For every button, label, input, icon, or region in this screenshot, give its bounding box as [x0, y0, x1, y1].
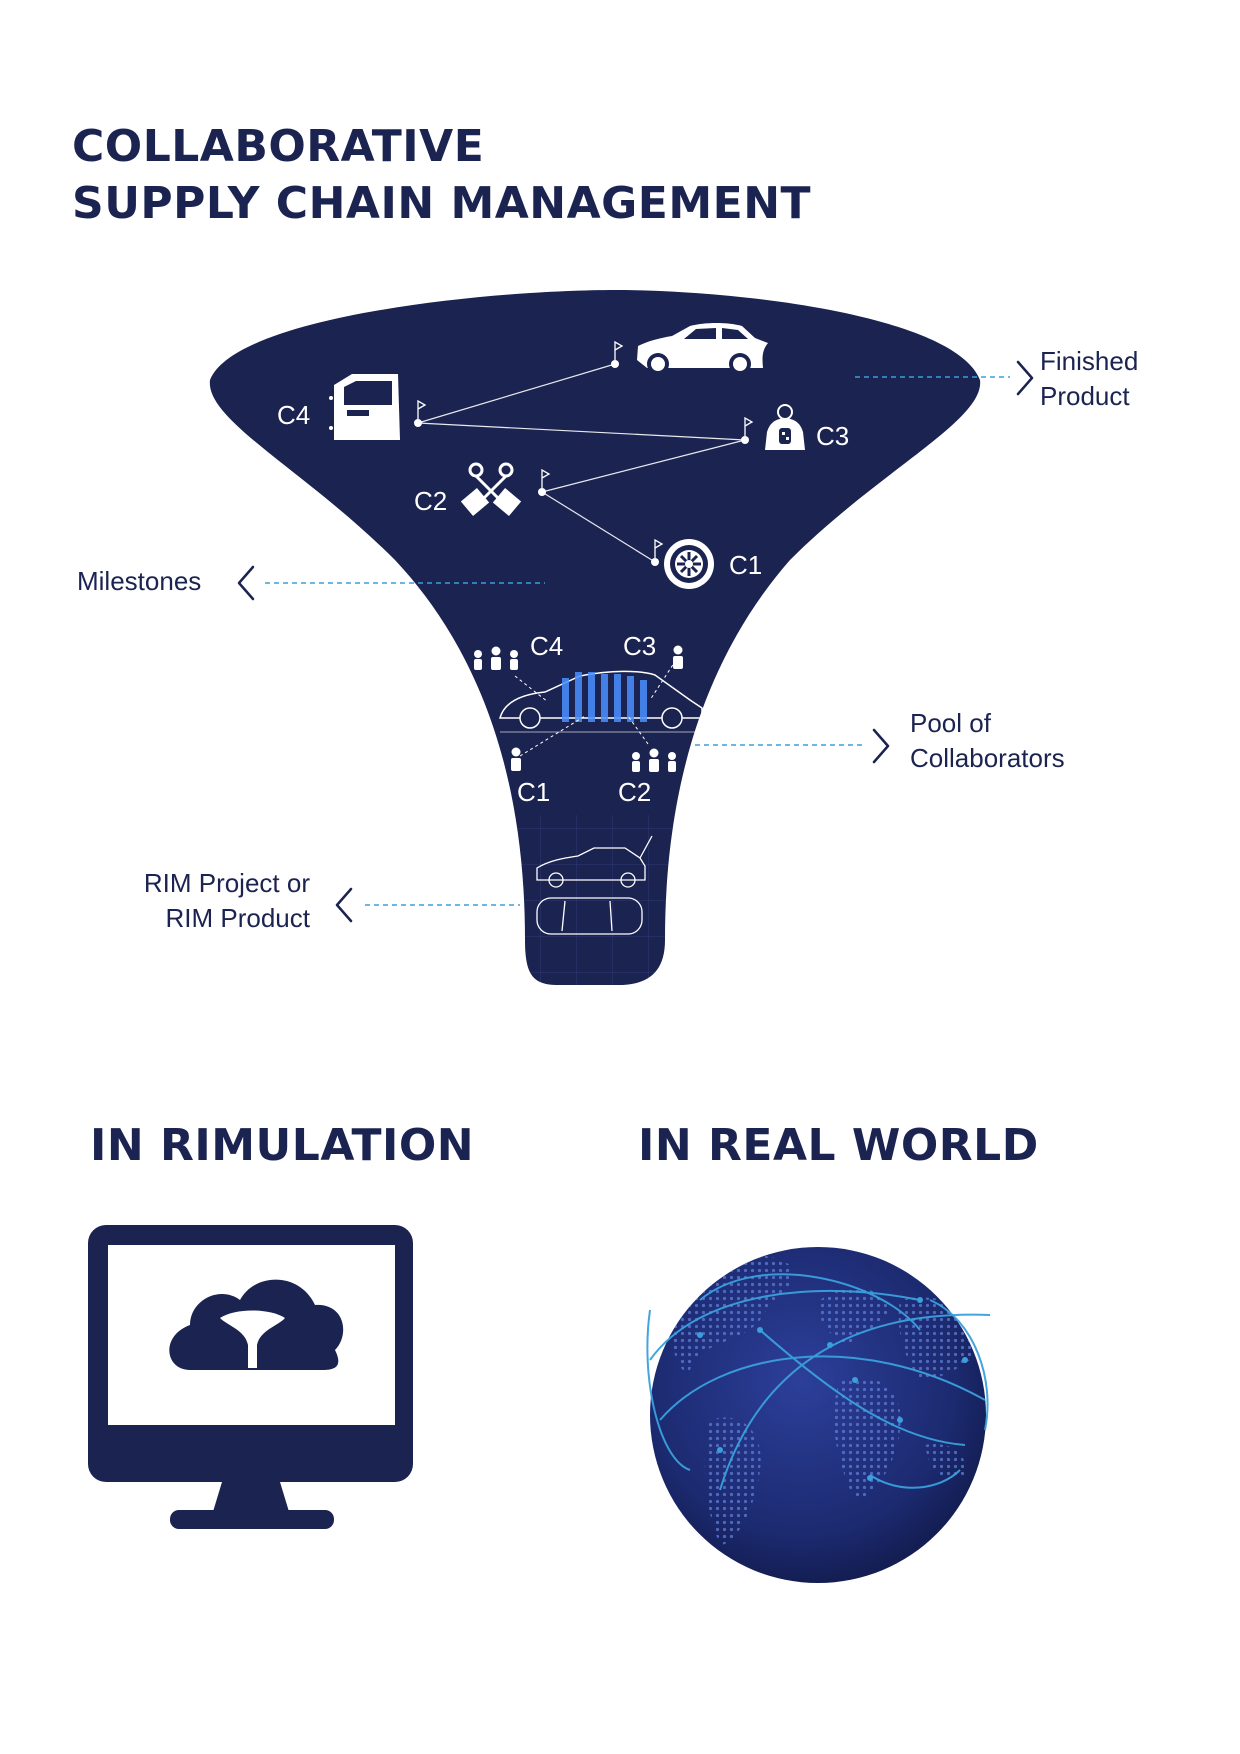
funnel-icon	[220, 1310, 285, 1368]
finished-product-label: Finished Product	[1040, 344, 1138, 414]
flag-icon	[744, 416, 754, 436]
title-line-1: COLLABORATIVE	[72, 121, 485, 172]
milestones-label: Milestones	[77, 566, 202, 596]
people-icon	[632, 748, 676, 772]
rim-line-2: RIM Product	[165, 903, 311, 933]
rim-grid	[500, 815, 700, 985]
finished-product-line-2: Product	[1040, 381, 1130, 411]
people-icon	[474, 646, 518, 670]
pool-chevron-icon	[872, 728, 890, 764]
finished-product-line-1: Finished	[1040, 346, 1139, 376]
globe-icon	[646, 1247, 991, 1583]
rim-chevron-icon	[335, 887, 353, 923]
pool-label: Pool of Collaborators	[910, 706, 1065, 776]
finished-chevron-icon	[1016, 360, 1034, 396]
milestone-label-c1: C1	[729, 550, 762, 580]
flag-icon	[614, 340, 624, 360]
pistons-icon	[460, 462, 522, 517]
pool-line-2: Collaborators	[910, 743, 1065, 773]
page-title: COLLABORATIVE SUPPLY CHAIN MANAGEMENT	[72, 118, 811, 232]
funnel-shape	[209, 290, 981, 985]
flag-icon	[654, 538, 664, 558]
tire-icon	[664, 539, 714, 589]
pool-line-1: Pool of	[910, 708, 991, 738]
rim-car-side-icon	[536, 835, 653, 888]
car-icon	[637, 323, 768, 375]
milestone-label-c2: C2	[414, 486, 447, 516]
rim-line-1: RIM Project or	[143, 868, 310, 898]
car-door-icon	[329, 374, 400, 440]
pool-label-c1: C1	[517, 777, 550, 807]
cloud-icon	[169, 1279, 344, 1370]
section-title-simulation: IN RIMULATION	[90, 1120, 475, 1171]
milestones-chevron-icon	[237, 565, 255, 601]
milestone-label-c3: C3	[816, 421, 849, 451]
data-glow	[562, 672, 647, 722]
people-icon	[673, 645, 683, 669]
rim-car-top-icon	[536, 897, 643, 935]
pool-label-c2: C2	[618, 777, 651, 807]
people-icon	[511, 747, 521, 771]
title-line-2: SUPPLY CHAIN MANAGEMENT	[72, 178, 812, 229]
pool-label-c4: C4	[530, 631, 563, 661]
milestone-label-c4: C4	[277, 400, 310, 430]
flag-icon	[417, 399, 427, 419]
engineer-icon	[765, 404, 805, 450]
milestone-nodes	[414, 360, 749, 566]
wireframe-car	[499, 670, 703, 733]
flag-icon	[541, 468, 551, 488]
pool-label-c3: C3	[623, 631, 656, 661]
section-title-real-world: IN REAL WORLD	[638, 1120, 1039, 1171]
monitor-icon	[88, 1225, 413, 1529]
rim-label: RIM Project or RIM Product	[110, 866, 310, 936]
